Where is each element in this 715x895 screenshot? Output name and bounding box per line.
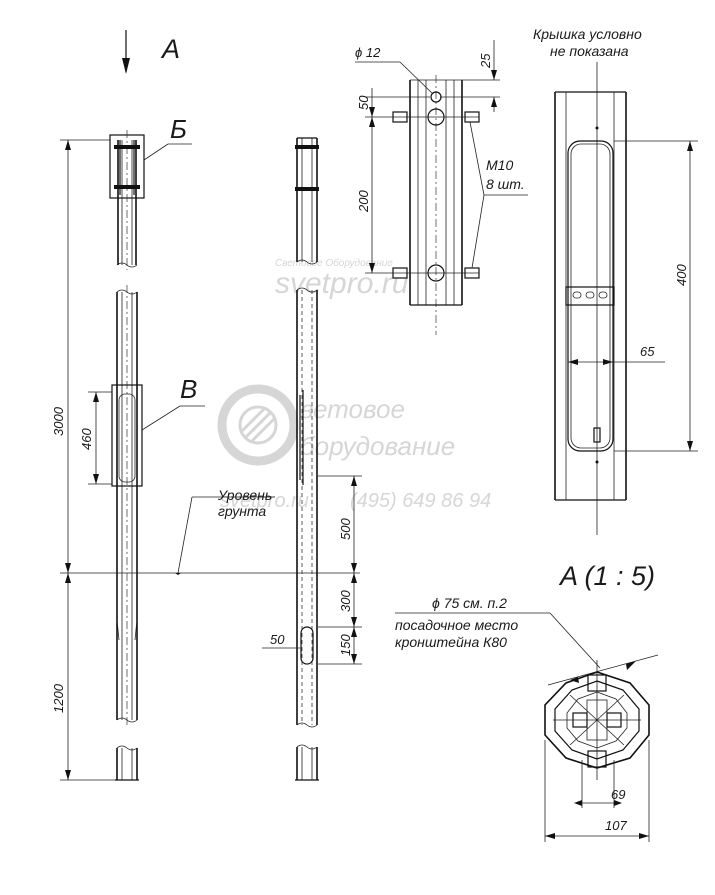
latch — [593, 427, 601, 443]
dim-phi12: ϕ 12 — [355, 45, 381, 60]
watermark-site-2: svetpro.ru — [220, 490, 309, 512]
left-dimensions: 3000 1200 460 — [51, 139, 360, 781]
watermark-logo-icon — [217, 384, 299, 466]
dim-69: 69 — [611, 787, 625, 802]
dim-50-slot: 50 — [270, 632, 285, 647]
bracket-note-2: посадочное место — [395, 617, 518, 633]
dim-460: 460 — [79, 428, 94, 450]
dim-150: 150 — [338, 634, 353, 656]
cover-note-1: Крышка условно — [533, 26, 642, 42]
bracket-note-1: ϕ 75 см. п.2 — [432, 595, 507, 611]
dim-107: 107 — [605, 818, 627, 833]
callout-b-label: Б — [170, 114, 187, 144]
ground-label-1: Уровень — [217, 487, 272, 503]
watermark-phone: (495) 649 86 94 — [350, 490, 491, 512]
bracket-note-3: кронштейна К80 — [395, 634, 507, 650]
detail-a-section: A (1 : 5) ϕ 75 см. п.2 посадочное место … — [395, 561, 659, 842]
dim-25: 25 — [478, 53, 493, 69]
dim-400: 400 — [674, 264, 689, 286]
bolts-note-2: 8 шт. — [486, 176, 525, 192]
cover-note-2: не показана — [550, 43, 629, 59]
bolts-note-1: М10 — [486, 157, 513, 173]
dim-3000: 3000 — [51, 406, 66, 436]
watermark: Световое Оборудование svetpro.ru ветовое… — [217, 257, 491, 512]
dim-500: 500 — [338, 518, 353, 540]
callout-v-label: В — [180, 374, 197, 404]
dim-200: 200 — [356, 190, 371, 213]
dim-65: 65 — [640, 344, 655, 359]
mount-plate — [565, 286, 615, 306]
watermark-site-text: svetpro.ru — [275, 267, 409, 300]
cable-slot — [300, 626, 314, 665]
dim-300: 300 — [338, 590, 353, 612]
hatch-box — [111, 384, 143, 487]
middle-dimensions: 500 300 150 50 — [262, 475, 362, 665]
ground-level-note: Уровень грунта — [175, 487, 275, 575]
ground-label-2: грунта — [218, 503, 266, 519]
detail-a-title: A (1 : 5) — [558, 561, 655, 591]
view-a-label: A — [160, 34, 180, 64]
hatch-opening — [567, 140, 614, 452]
pole-side-view — [295, 137, 319, 781]
dim-1200: 1200 — [51, 683, 66, 713]
view-a-arrow: A — [122, 30, 180, 74]
watermark-small-text: Световое Оборудование — [275, 257, 393, 269]
dim-50-top: 50 — [356, 95, 371, 110]
pole-front-view: Б В — [109, 114, 205, 781]
watermark-word-1: ветовое — [300, 394, 405, 424]
detail-b-dimensions: ϕ 12 25 50 200 М10 8 шт. — [355, 40, 528, 274]
detail-v-hatch: Крышка условно не показана 400 65 — [533, 26, 698, 535]
watermark-word-2: борудование — [300, 431, 455, 461]
